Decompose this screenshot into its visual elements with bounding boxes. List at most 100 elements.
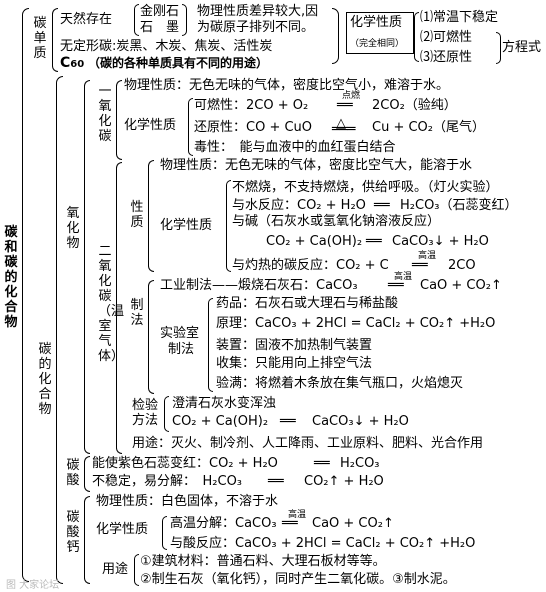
co2-chem-water-prod: H₂CO₃（石蕊变红） (400, 198, 518, 213)
equation-bracket (496, 32, 501, 64)
co2-full: 验满：将燃着木条放在集气瓶口，火焰熄灭 (216, 376, 464, 391)
natural-reason-1: 物理性质差异较大,因 (197, 4, 319, 19)
chem-prop-3: ⑶还原性 (420, 50, 473, 65)
natural-label: 天然存在 (60, 12, 113, 27)
chem-props-box (346, 12, 414, 54)
co-physical: 物理性质：无色无味的气体，密度比空气小，难溶于水。 (124, 78, 450, 93)
co2-chem-title: 化学性质 (160, 218, 213, 233)
root-bracket (22, 8, 29, 582)
co2-chem-carbon-prod: 2CO (448, 258, 476, 273)
co-combustible: 可燃性：2CO + O₂ (194, 98, 309, 113)
chem-props-title: 化学性质 (350, 15, 403, 30)
co2-lab-bracket (208, 298, 213, 392)
natural-reason-2: 为碳原子排列不同。 (197, 20, 315, 35)
co-title: 一氧化碳 (98, 84, 112, 144)
caco3-decomp-cond: 高温 (288, 510, 307, 520)
caco3-use-2: ②制生石灰（氧化钙），同时产生二氧化碳。③制水泥。 (140, 572, 456, 587)
co2-test-line: 澄清石灰水变浑浊 (172, 396, 277, 411)
caco3-decomp: 高温分解：CaCO₃ (170, 516, 277, 531)
co2-chem-base: 与碱（石灰水或氢氧化钠溶液反应） (232, 214, 441, 229)
co-reducing-arrow: △ (336, 116, 346, 131)
co2-chem-bracket (226, 180, 231, 272)
carbonic-acid-line-2-prod: CO₂↑ + H₂O (304, 474, 384, 489)
co2-chem-carbon: 与灼热的碳反应：CO₂ + C (232, 258, 389, 273)
carbonic-acid-line-1-prod: H₂CO₃ (340, 456, 380, 471)
natural-bracket (134, 4, 139, 36)
equation-label: 方程式 (502, 40, 542, 55)
carbonic-acid-line-1-arrow: ══ (314, 456, 330, 471)
co2-prep-bracket (148, 280, 154, 394)
caco3-use-1: ①建筑材料：普通石料、大理石板材等等。 (140, 554, 386, 569)
co2-properties-bracket (148, 160, 154, 272)
graphite: 石 墨 (140, 20, 180, 35)
caco3-decomp-prod: CaO + CO₂↑ (312, 516, 394, 531)
co2-chem-base-eq: CO₂ + Ca(OH)₂ (266, 234, 363, 249)
carbonic-acid-line-2-arrow: ══ (268, 474, 284, 489)
co-combustible-cond: 点燃 (342, 91, 361, 101)
co2-chem-carbon-arrow: ══ (412, 258, 428, 273)
carbonic-acid-line-1: 能使紫色石蕊变红：CO₂ + H₂O (92, 456, 278, 471)
calcium-carbonate-bracket (84, 496, 90, 584)
chem-prop-1: ⑴常温下稳定 (420, 10, 499, 25)
co2-test-1: 检验 (132, 398, 159, 413)
co-chem-title: 化学性质 (124, 118, 177, 133)
compounds-bracket (56, 76, 63, 584)
co2-apparatus: 装置：固液不加热制气装置 (216, 338, 373, 353)
co-reducing-prod: Cu + CO₂（尾气） (372, 120, 485, 135)
co2-collect: 收集：只能用向上排空气法 (216, 356, 373, 371)
co2-test-eq: CO₂ + Ca(OH)₂ (172, 414, 269, 429)
co2-prep: 制法 (130, 298, 144, 328)
co2-test-prod: CaCO₃↓ + H₂O (312, 414, 409, 429)
caco3-uses: 用途 (102, 562, 129, 577)
caco3-chem-title: 化学性质 (96, 522, 149, 537)
co-reducing: 还原性：CO + CuO (194, 120, 313, 135)
co2-industrial-arrow: ══ (388, 278, 404, 293)
co-combustible-prod: 2CO₂（验纯） (372, 98, 457, 113)
chem-prop-2: ⑵可燃性 (420, 30, 473, 45)
co2-bracket (116, 162, 122, 454)
elemental-carbon-title: 碳单质 (33, 16, 47, 61)
co2-industrial-prod: CaO + CO₂↑ (420, 278, 502, 293)
co2-lab-2: 制法 (168, 342, 195, 357)
co2-chem-base-arrow: ══ (366, 234, 382, 249)
co2-uses: 用途：灭火、制冷剂、人工降雨、工业原料、肥料、光合作用 (132, 436, 484, 451)
co2-principle: 原理：CaCO₃ + 2HCl = CaCl₂ + CO₂↑ +H₂O (216, 316, 496, 331)
watermark: 图 大家论坛 (6, 580, 60, 591)
amorphous-carbon: 无定形碳:炭黑、木炭、焦炭、活性炭 (60, 39, 273, 54)
root-title: 碳和碳的化合物 (4, 225, 18, 330)
natural-close-bracket (182, 4, 187, 36)
co2-physical: 物理性质：无色无味的气体，密度比空气大，能溶于水 (160, 158, 473, 173)
chem-props-note: （完全相同） (350, 39, 405, 49)
elemental-big-close-bracket (332, 8, 339, 64)
co2-chem-1: 不燃烧，不支持燃烧，供给呼吸。（灯火实验） (232, 180, 499, 195)
oxides-title: 氧化物 (66, 206, 80, 251)
caco3-decomp-arrow: ══ (282, 516, 298, 531)
co2-chem-water-arrow: ══ (374, 198, 390, 213)
co2-test-bracket (164, 396, 169, 432)
calcium-carbonate-title: 碳酸钙 (66, 510, 80, 555)
co2-chem-water: 与水反应：CO₂ + H₂O (232, 198, 366, 213)
carbonic-acid-line-2: 不稳定，易分解： H₂CO₃ (92, 474, 243, 489)
caco3-acid: 与酸反应：CaCO₃ + 2HCl = CaCl₂ + CO₂↑ +H₂O (170, 536, 476, 551)
co2-chem-base-prod: CaCO₃↓ + H₂O (392, 234, 489, 249)
co2-test-arrow: ══ (280, 414, 296, 429)
c60: C60 (60, 55, 85, 71)
co2-industrial-cond: 高温 (394, 272, 413, 282)
co-bracket (116, 80, 122, 160)
co2-lab-1: 实验室 (160, 326, 200, 341)
co2-drugs: 药品：石灰石或大理石与稀盐酸 (216, 296, 399, 311)
co2-chem-carbon-cond: 高温 (418, 251, 437, 261)
compounds-title: 碳的化合物 (38, 342, 52, 417)
co2-industrial: 工业制法——煅烧石灰石：CaCO₃ (160, 278, 358, 293)
carbonic-acid-bracket (84, 456, 90, 492)
oxides-bracket (84, 80, 90, 454)
co-reducing-eq-sign: ═══ (332, 122, 356, 137)
co2-properties: 性质 (130, 200, 144, 230)
elemental-carbon-bracket (52, 8, 58, 72)
co2-title: 二氧化碳（温室气体） (98, 244, 125, 364)
carbonic-acid-title: 碳酸 (66, 458, 80, 488)
co-toxicity: 毒性： 能与血液中的血红蛋白结合 (194, 140, 396, 155)
caco3-uses-bracket (134, 554, 139, 586)
co-combustible-arrow: ══ (337, 98, 353, 113)
c60-note: （碳的各种单质具有不同的用途） (88, 56, 269, 70)
